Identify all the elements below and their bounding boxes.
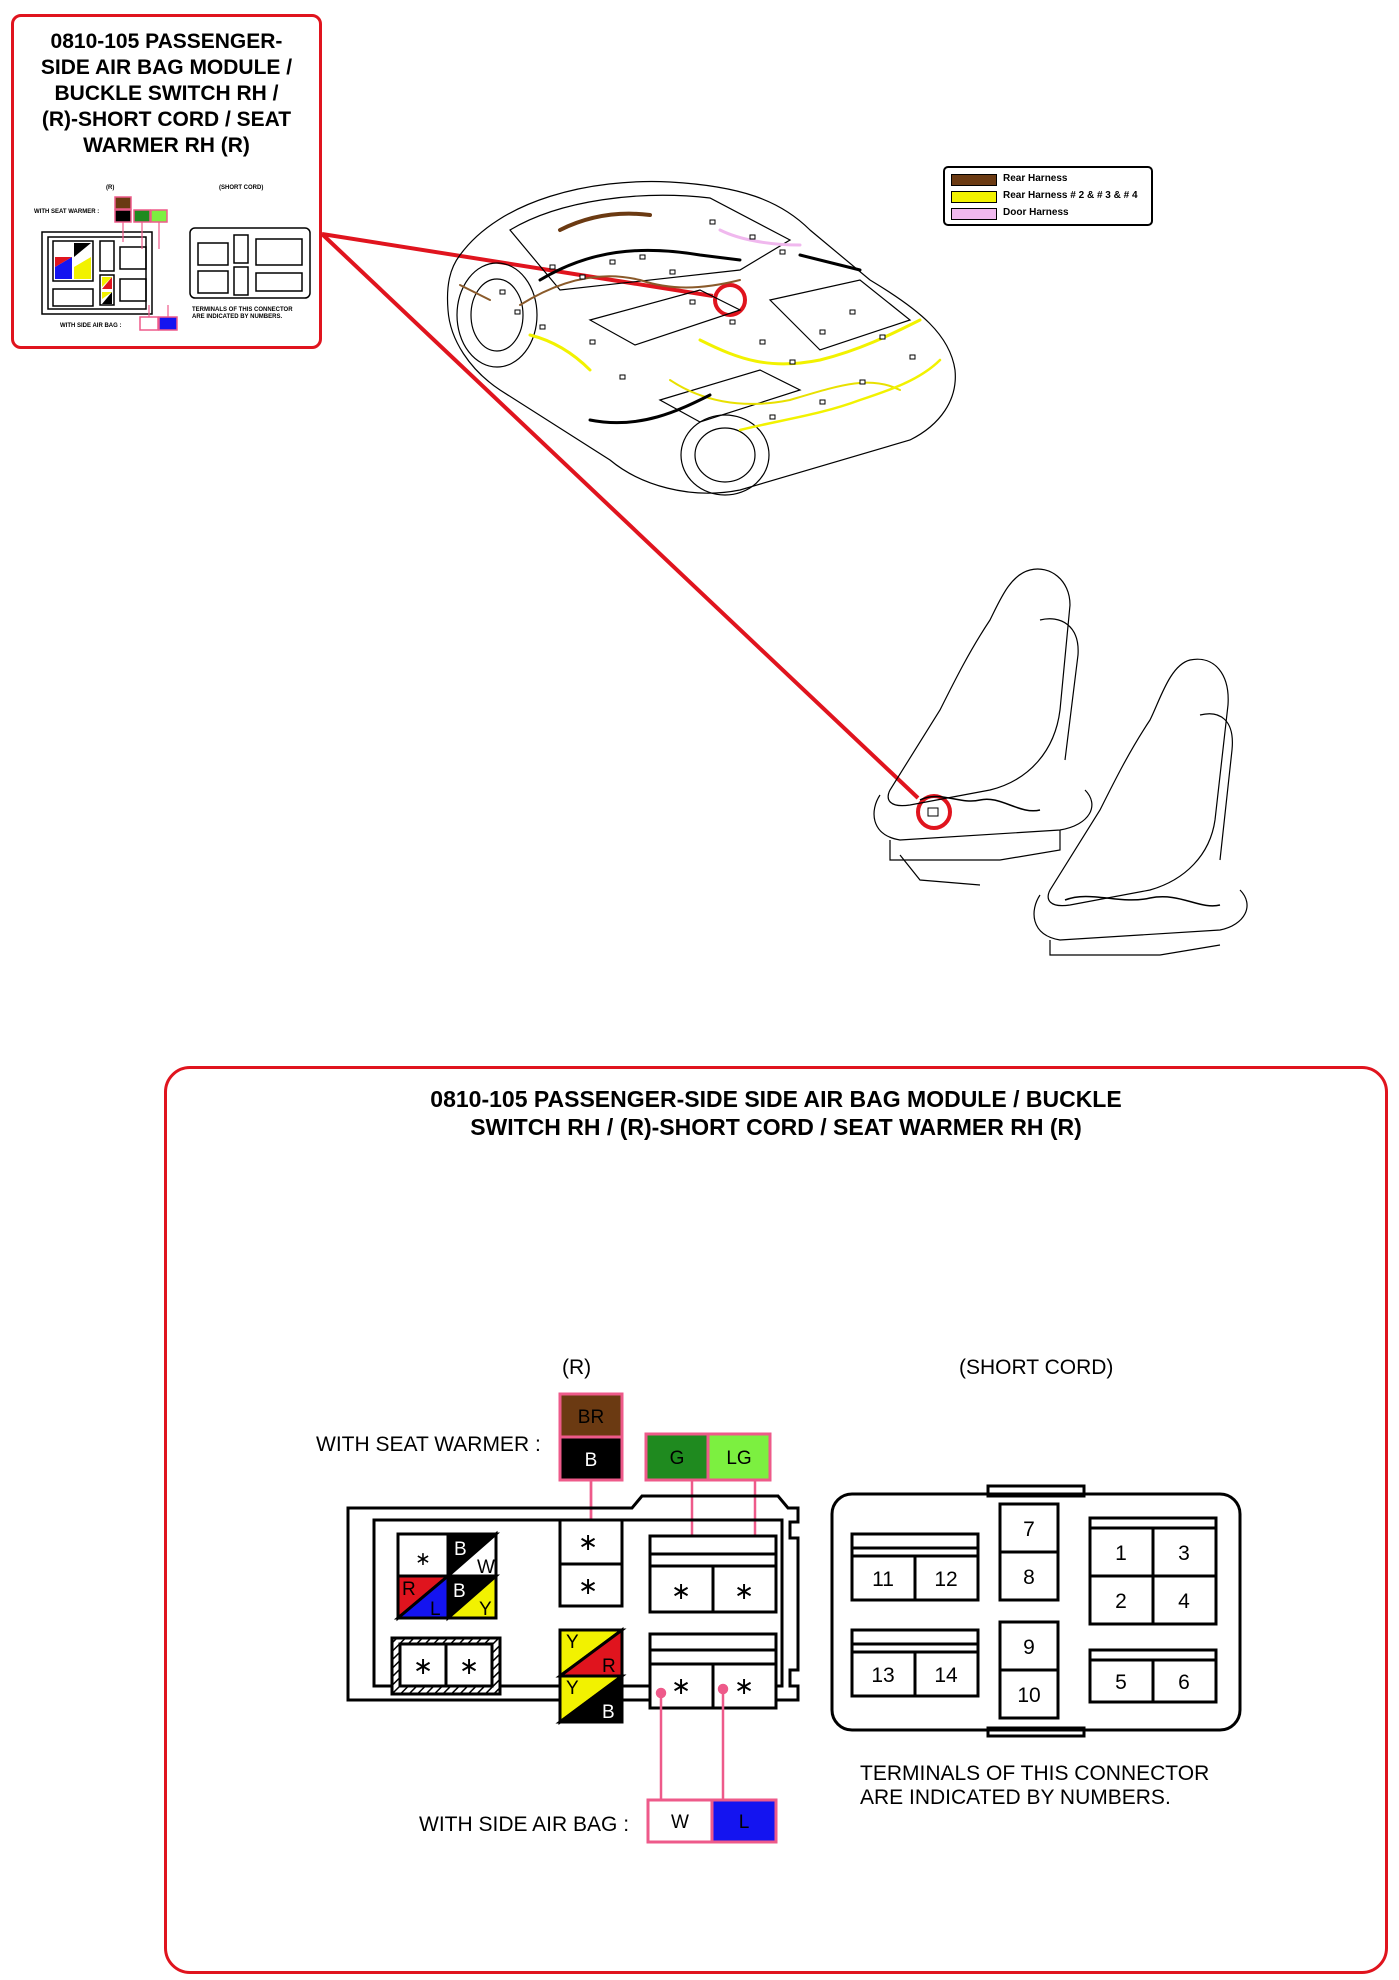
terminal-number: 6	[1178, 1671, 1190, 1694]
terminal-code: L	[430, 1599, 441, 1620]
terminal-code: B	[454, 1539, 467, 1560]
mini-left-connector-shell	[41, 231, 153, 315]
terminal-number: 4	[1178, 1590, 1190, 1613]
legend-swatch	[951, 174, 997, 186]
terminal-block-3	[555, 1518, 627, 1725]
terminal-number: 3	[1178, 1542, 1190, 1565]
terminal-asterisk: ∗	[578, 1573, 598, 1600]
harness-legend: Rear Harness Rear Harness # 2 & # 3 & # …	[943, 166, 1153, 226]
callout-box: 0810-105 PASSENGER- SIDE AIR BAG MODULE …	[11, 14, 322, 349]
legend-label: Rear Harness # 2 & # 3 & # 4	[1003, 190, 1138, 201]
panel-title: 0810-105 PASSENGER-SIDE SIDE AIR BAG MOD…	[167, 1085, 1385, 1141]
side-air-bag-leads	[655, 1683, 729, 1800]
wire-code-lg: LG	[726, 1448, 751, 1469]
terminal-asterisk: ∗	[459, 1653, 479, 1680]
terminal-block-1	[393, 1530, 500, 1622]
terminal-number: 7	[1023, 1518, 1035, 1541]
mini-short-cord-heading: (SHORT CORD)	[219, 185, 264, 191]
pointer-line-seat	[320, 232, 920, 800]
terminal-block-2	[398, 1642, 494, 1688]
wire-code-br: BR	[578, 1407, 604, 1428]
terminal-asterisk: ∗	[671, 1673, 691, 1700]
legend-label: Door Harness	[1003, 207, 1069, 218]
mini-note-line: ARE INDICATED BY NUMBERS.	[192, 314, 283, 320]
wire-patch-lg	[706, 1432, 772, 1482]
mini-side-air-bag-label: WITH SIDE AIR BAG :	[60, 323, 122, 329]
short-cord-connector-diagram: 1 2 3 4 5 6 7 8 9 10 11 12 13 14	[830, 1484, 1242, 1738]
callout-title-line: 0810-105 PASSENGER-	[50, 30, 283, 53]
terminal-asterisk: ∗	[415, 1549, 431, 1570]
legend-swatch	[951, 208, 997, 220]
terminal-code: W	[477, 1557, 495, 1578]
short-cord-terminals	[850, 1502, 1218, 1720]
mini-r-heading: (R)	[106, 185, 115, 191]
mini-seat-warmer-label: WITH SEAT WARMER :	[34, 209, 100, 215]
callout-title-line: WARMER RH (R)	[83, 134, 250, 157]
short-cord-terminal-numbers: 1 2 3 4 5 6 7 8 9 10 11 12 13 14	[871, 1518, 1190, 1707]
wire-code-b: B	[585, 1450, 598, 1471]
terminal-code: R	[402, 1579, 416, 1600]
mini-right-connector-shell	[189, 227, 311, 299]
terminal-asterisk: ∗	[413, 1653, 433, 1680]
terminal-asterisk: ∗	[671, 1578, 691, 1605]
callout-title-line: SIDE AIR BAG MODULE /	[40, 56, 293, 79]
connector-detail-panel: 0810-105 PASSENGER-SIDE SIDE AIR BAG MOD…	[164, 1066, 1388, 1974]
left-connector-heading: (R)	[562, 1356, 592, 1379]
wire-code-w: W	[671, 1812, 689, 1833]
terminal-number: 8	[1023, 1566, 1035, 1589]
panel-title-line: 0810-105 PASSENGER-SIDE SIDE AIR BAG MOD…	[430, 1086, 1122, 1112]
terminal-numbering-note: TERMINALS OF THIS CONNECTOR ARE INDICATE…	[860, 1762, 1209, 1810]
callout-title: 0810-105 PASSENGER- SIDE AIR BAG MODULE …	[14, 29, 319, 159]
terminal-code: B	[453, 1581, 466, 1602]
seats-illustration	[873, 568, 1248, 956]
terminal-number: 11	[872, 1568, 894, 1591]
mini-terminal-note: TERMINALS OF THIS CONNECTOR ARE INDICATE…	[192, 307, 293, 321]
terminal-number: 2	[1115, 1590, 1127, 1613]
terminal-number: 1	[1115, 1542, 1127, 1565]
note-line: ARE INDICATED BY NUMBERS.	[860, 1786, 1171, 1809]
terminal-code: B	[602, 1702, 615, 1723]
terminal-number: 13	[871, 1664, 894, 1687]
vehicle-harness-illustration	[446, 180, 956, 496]
terminal-number: 5	[1115, 1671, 1127, 1694]
right-connector-heading: (SHORT CORD)	[959, 1356, 1114, 1379]
mini-connector-diagram	[41, 196, 311, 331]
terminal-asterisk: ∗	[578, 1529, 598, 1556]
terminal-code: Y	[479, 1599, 492, 1620]
legend-swatch	[951, 191, 997, 203]
terminal-asterisk: ∗	[734, 1578, 754, 1605]
pointer-line-car	[321, 232, 714, 298]
terminal-number: 12	[934, 1568, 957, 1591]
terminal-block-4	[648, 1534, 778, 1614]
mini-note-line: TERMINALS OF THIS CONNECTOR	[192, 307, 293, 313]
note-line: TERMINALS OF THIS CONNECTOR	[860, 1762, 1210, 1785]
legend-label: Rear Harness	[1003, 173, 1068, 184]
seat-warmer-wire-patches	[558, 1392, 772, 1482]
car-connector-marker	[713, 283, 747, 317]
terminal-number: 10	[1017, 1684, 1040, 1707]
short-cord-housing	[830, 1484, 1242, 1738]
terminal-asterisk: ∗	[734, 1673, 754, 1700]
terminal-block-5	[648, 1632, 778, 1710]
left-connector-diagram: BR B G LG ∗ B W R L B Y	[346, 1392, 800, 1844]
panel-title-line: SWITCH RH / (R)-SHORT CORD / SEAT WARMER…	[470, 1114, 1082, 1140]
terminal-number: 9	[1023, 1636, 1035, 1659]
terminal-code: R	[602, 1656, 616, 1677]
callout-title-line: BUCKLE SWITCH RH /	[54, 82, 279, 105]
terminal-code: Y	[566, 1632, 579, 1653]
with-side-air-bag-label: WITH SIDE AIR BAG :	[419, 1813, 630, 1836]
wire-code-g: G	[670, 1448, 685, 1469]
terminal-code: Y	[566, 1678, 579, 1699]
wire-patch-l	[710, 1798, 778, 1844]
wire-patch-b	[558, 1435, 624, 1482]
terminal-number: 14	[934, 1664, 958, 1687]
terminal-block-1-codes: ∗ B W R L B Y	[402, 1539, 495, 1620]
wire-code-l: L	[739, 1812, 750, 1833]
with-seat-warmer-label: WITH SEAT WARMER :	[316, 1433, 541, 1456]
callout-title-line: (R)-SHORT CORD / SEAT	[41, 108, 292, 131]
